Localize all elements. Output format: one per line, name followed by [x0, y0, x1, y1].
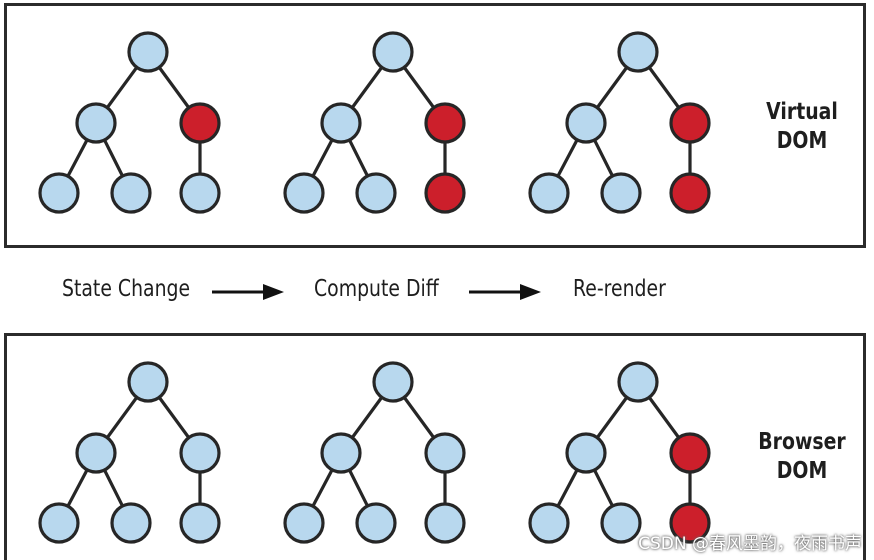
tree-node-left-right [355, 172, 397, 214]
arrow-head-state-to-diff [263, 284, 284, 300]
step-state-change: State Change [62, 276, 191, 302]
tree-node-left-right [355, 502, 397, 544]
step-compute-diff: Compute Diff [314, 276, 439, 302]
tree-node-left-right [110, 172, 152, 214]
tree-node-root [617, 361, 659, 403]
tree-node-right-child-changed [424, 172, 466, 214]
browser-dom-tree-state-change [38, 361, 221, 544]
tree-node-left-left [528, 502, 570, 544]
tree-node-root [617, 31, 659, 73]
tree-node-left [320, 102, 362, 144]
tree-node-right [179, 432, 221, 474]
tree-node-left-left [283, 502, 325, 544]
browser-dom-label-line1: Browser [758, 429, 846, 455]
virtual-dom-label: Virtual DOM [749, 98, 856, 156]
tree-node-right-child-changed [669, 172, 711, 214]
tree-node-left [320, 432, 362, 474]
tree-node-left [565, 432, 607, 474]
tree-node-right-changed [424, 102, 466, 144]
tree-node-left-left [38, 502, 80, 544]
flow-arrows [212, 284, 541, 300]
virtual-dom-tree-state-change [38, 31, 221, 214]
tree-node-left-right [600, 502, 642, 544]
tree-node-right-changed [669, 102, 711, 144]
tree-node-root [127, 31, 169, 73]
arrow-head-diff-to-render [520, 284, 541, 300]
browser-dom-tree-re-render [528, 361, 711, 544]
step-re-render: Re-render [573, 276, 666, 302]
tree-node-right-child [179, 172, 221, 214]
tree-node-left-right [600, 172, 642, 214]
browser-dom-label-line2: DOM [776, 458, 828, 484]
tree-node-left-left [38, 172, 80, 214]
tree-node-left-right [110, 502, 152, 544]
virtual-dom-label-line1: Virtual [766, 99, 838, 125]
tree-node-right-child [424, 502, 466, 544]
tree-node-root [372, 31, 414, 73]
tree-node-right-changed [669, 432, 711, 474]
tree-node-left-left [528, 172, 570, 214]
tree-node-left [75, 432, 117, 474]
browser-dom-tree-compute-diff [283, 361, 466, 544]
tree-node-right-child-changed [669, 502, 711, 544]
tree-node-root [372, 361, 414, 403]
virtual-dom-label-line2: DOM [776, 128, 828, 154]
tree-node-root [127, 361, 169, 403]
tree-node-left [75, 102, 117, 144]
browser-dom-trees [38, 361, 711, 544]
browser-dom-label: Browser DOM [749, 428, 856, 486]
tree-node-left-left [283, 172, 325, 214]
watermark: CSDN @春风墨韵，夜雨书声 [638, 534, 862, 554]
tree-node-right-child [179, 502, 221, 544]
virtual-dom-trees [38, 31, 711, 214]
tree-node-left [565, 102, 607, 144]
virtual-dom-tree-re-render [528, 31, 711, 214]
tree-node-right [424, 432, 466, 474]
virtual-dom-tree-compute-diff [283, 31, 466, 214]
tree-node-right-changed [179, 102, 221, 144]
